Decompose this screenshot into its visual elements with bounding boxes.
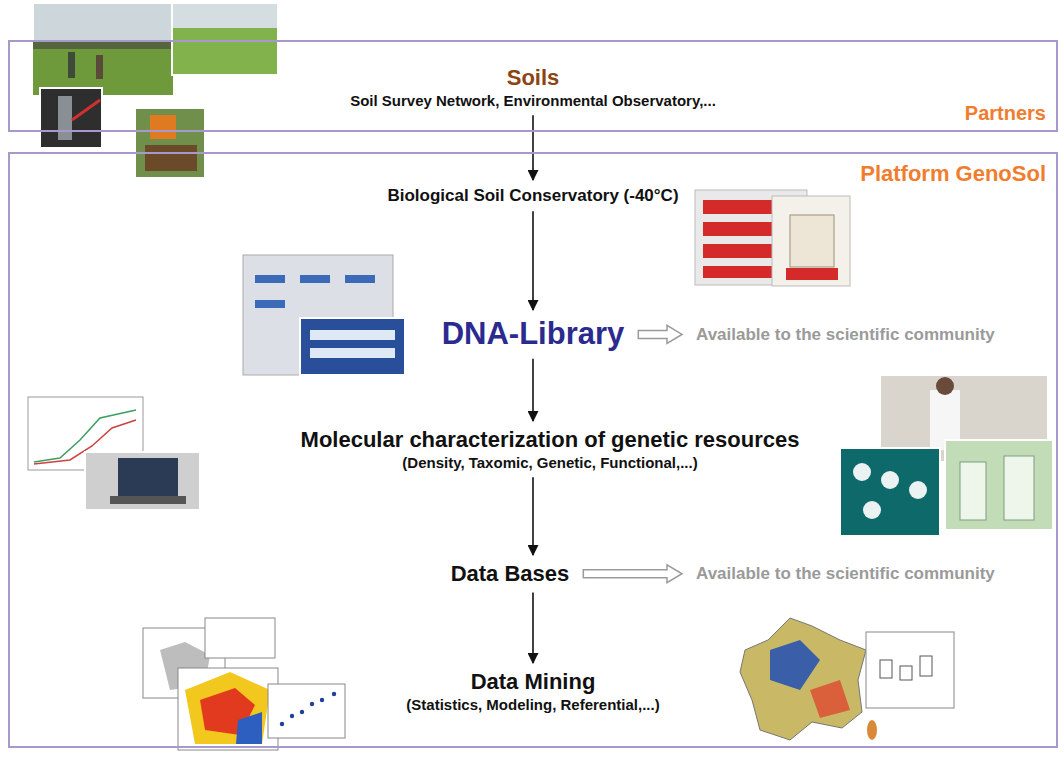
node-title: Available to the scientific community [696, 324, 995, 345]
jar-lid [786, 268, 838, 280]
vial-box [300, 318, 405, 375]
map-zone [810, 680, 850, 718]
node-title: Data Bases [451, 560, 570, 588]
box-plot [866, 632, 954, 708]
process-label: Molecular characterization of genetic re… [295, 424, 806, 474]
scatter-plot [268, 684, 345, 738]
process-label: Available to the scientific community [690, 322, 1001, 347]
node-title: Molecular characterization of genetic re… [301, 426, 800, 454]
bottles-photo [945, 440, 1053, 530]
process-label: SoilsSoil Survey Network, Environmental … [344, 62, 722, 112]
tube [909, 481, 927, 499]
node-title: Biological Soil Conservatory (-40°C) [383, 185, 683, 206]
node-title: Soils [350, 64, 716, 92]
process-label: Biological Soil Conservatory (-40°C) [377, 183, 689, 208]
kriging-map [178, 668, 278, 750]
dot [300, 710, 304, 714]
box [900, 666, 912, 680]
analysis-photos [28, 375, 1053, 536]
tube [853, 463, 871, 481]
node-subtitle: (Density, Taxomic, Genetic, Functional,.… [301, 454, 800, 473]
laptop-base [110, 496, 186, 504]
corsica [867, 720, 877, 740]
tube [863, 501, 881, 519]
sampling-photo [40, 88, 102, 148]
process-label: Available to the scientific community [690, 561, 1001, 586]
node-subtitle: Soil Survey Network, Environmental Obser… [350, 92, 716, 111]
laptop-screen [118, 458, 178, 496]
flow-arrow [532, 593, 534, 664]
head [936, 377, 954, 395]
node-subtitle: (Statistics, Modeling, Referential,...) [406, 696, 659, 715]
label [345, 275, 375, 283]
red-line [72, 100, 100, 120]
label [255, 275, 285, 283]
france-map [740, 618, 866, 740]
vial-row [310, 330, 395, 340]
person [68, 52, 75, 78]
bottle [1004, 456, 1034, 520]
group-panel: Platform GenoSolBiological Soil Conserva… [8, 152, 1058, 748]
flow-arrow [532, 211, 534, 310]
dot [310, 702, 314, 706]
field-photo [172, 3, 278, 75]
hollow-arrow [638, 325, 682, 343]
sampling-photo [135, 108, 205, 178]
process-label: DNA-Library [436, 313, 631, 356]
vial-row [310, 348, 395, 358]
box [920, 656, 932, 676]
panel-heading: Platform GenoSol [10, 160, 1046, 188]
jar-photo [772, 196, 850, 286]
soil-corer [58, 96, 72, 140]
flow-arrow [532, 359, 534, 421]
bottle [960, 462, 986, 520]
group-panel: PartnersSoilsSoil Survey Network, Enviro… [8, 40, 1058, 132]
person [96, 55, 103, 79]
tube [881, 471, 899, 489]
process-label: Data Bases [445, 558, 576, 590]
map-zone [236, 712, 262, 744]
laptop-photo [85, 452, 200, 510]
flow-arrow [532, 477, 534, 555]
label [300, 275, 330, 283]
field-photo [33, 3, 173, 95]
node-title: DNA-Library [442, 315, 625, 354]
flow-arrow [532, 115, 534, 180]
dot [320, 698, 324, 702]
dot [280, 722, 284, 726]
dot [332, 692, 336, 696]
map-zone [770, 640, 820, 690]
dot [290, 714, 294, 718]
dna-library-photos [243, 255, 405, 375]
jar [790, 215, 834, 267]
hollow-arrow [583, 565, 682, 583]
box [880, 660, 892, 678]
freezer-photos [695, 190, 850, 286]
node-title: Available to the scientific community [696, 563, 995, 584]
map-figure [205, 618, 275, 658]
node-title: Data Mining [406, 668, 659, 696]
mining-figures [143, 618, 954, 750]
grass [173, 28, 277, 74]
label [255, 300, 285, 308]
person [150, 115, 176, 139]
map-zone [185, 672, 270, 744]
soil-tray [145, 145, 197, 171]
process-label: Data Mining(Statistics, Modeling, Refere… [400, 666, 665, 716]
tubes-photo [840, 448, 940, 536]
